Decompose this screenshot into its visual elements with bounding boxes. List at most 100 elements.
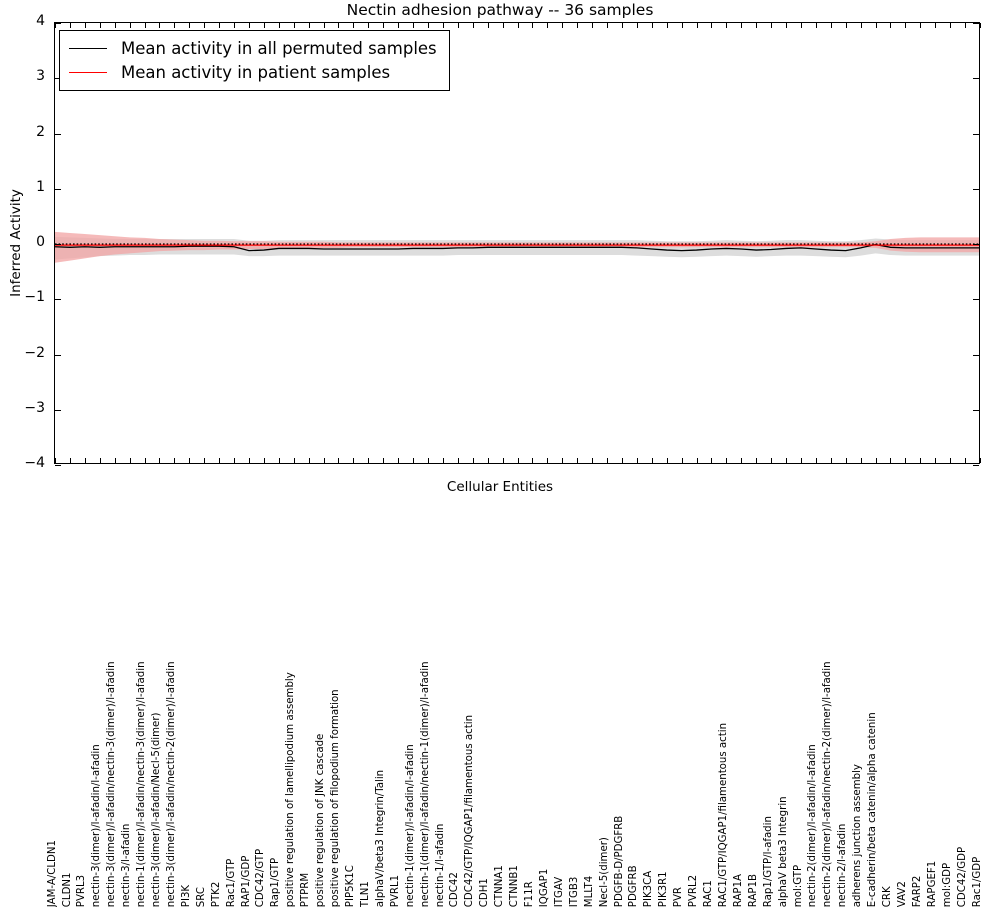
- y-tick-label: 2: [0, 124, 45, 140]
- x-tick-top: [100, 23, 101, 28]
- x-tick-top: [70, 23, 71, 28]
- legend-swatch-permuted: [69, 48, 107, 49]
- x-tick-label: PI3K: [182, 885, 192, 907]
- x-tick-label: PDGFB-D/PDGFRB: [614, 816, 624, 907]
- x-tick: [697, 458, 698, 463]
- y-tick-right: [973, 23, 979, 24]
- x-tick: [518, 458, 519, 463]
- x-tick: [905, 458, 906, 463]
- x-tick-label: alphaV beta3 Integrin: [778, 796, 788, 907]
- y-tick: [55, 355, 61, 356]
- x-tick-label: E-cadherin/beta catenin/alpha catenin: [868, 712, 878, 907]
- x-axis-title: Cellular Entities: [0, 479, 1000, 495]
- x-tick: [682, 458, 683, 463]
- x-tick: [189, 458, 190, 463]
- x-tick: [443, 458, 444, 463]
- y-tick: [55, 134, 61, 135]
- x-tick-top: [338, 23, 339, 28]
- x-tick-top: [682, 23, 683, 28]
- x-tick: [70, 458, 71, 463]
- x-tick-label: Rac1/GDP: [972, 857, 982, 907]
- y-tick-label: 3: [0, 68, 45, 84]
- x-tick-label: RAPGEF1: [928, 861, 938, 907]
- x-tick-top: [189, 23, 190, 28]
- x-tick-label: nectin-3(dimer)/l-afadin/nectin-2(dimer)…: [167, 661, 177, 907]
- x-tick: [413, 458, 414, 463]
- x-tick: [637, 458, 638, 463]
- x-tick-label: PVRL2: [689, 875, 699, 907]
- x-tick-top: [159, 23, 160, 28]
- x-tick-label: Rap1/GTP: [271, 858, 281, 907]
- x-tick-top: [726, 23, 727, 28]
- x-tick-label: nectin-1/l-afadin: [435, 823, 445, 907]
- x-tick-top: [413, 23, 414, 28]
- x-tick-label: positive regulation of JNK cascade: [316, 733, 326, 907]
- x-tick: [756, 458, 757, 463]
- y-tick-right: [973, 78, 979, 79]
- x-tick: [249, 458, 250, 463]
- x-tick-top: [309, 23, 310, 28]
- x-tick: [920, 458, 921, 463]
- legend-swatch-patient: [69, 72, 107, 73]
- x-tick: [741, 458, 742, 463]
- y-tick-label: −2: [0, 345, 45, 361]
- x-tick-top: [204, 23, 205, 28]
- legend: Mean activity in all permuted samples Me…: [59, 30, 450, 91]
- x-tick-top: [622, 23, 623, 28]
- x-tick-top: [174, 23, 175, 28]
- x-tick-label: CDC42/GDP: [957, 847, 967, 907]
- x-tick-top: [711, 23, 712, 28]
- x-tick: [428, 458, 429, 463]
- x-tick-top: [697, 23, 698, 28]
- x-tick-label: RAC1: [704, 880, 714, 907]
- x-tick-label: positive regulation of lamellipodium ass…: [286, 672, 296, 907]
- x-tick-label: PVRL1: [391, 875, 401, 907]
- x-tick-label: TLN1: [361, 881, 371, 907]
- x-tick: [130, 458, 131, 463]
- x-tick-label: RAP1A: [734, 874, 744, 907]
- x-tick: [398, 458, 399, 463]
- legend-item-patient: Mean activity in patient samples: [69, 60, 437, 84]
- x-tick: [592, 458, 593, 463]
- x-tick-label: FARP2: [913, 875, 923, 907]
- x-tick-top: [786, 23, 787, 28]
- x-tick-top: [577, 23, 578, 28]
- x-tick-top: [398, 23, 399, 28]
- y-tick-right: [973, 244, 979, 245]
- x-tick-label: nectin-2(dimer)/l-afadin/nectin-2(dimer)…: [823, 661, 833, 907]
- x-tick-label: Necl-5(dimer): [599, 837, 609, 907]
- x-tick-top: [846, 23, 847, 28]
- x-tick-top: [130, 23, 131, 28]
- x-tick-top: [905, 23, 906, 28]
- x-tick-label: RAP1B: [749, 874, 759, 907]
- x-tick-top: [353, 23, 354, 28]
- x-tick-top: [85, 23, 86, 28]
- x-tick-top: [518, 23, 519, 28]
- x-tick-top: [950, 23, 951, 28]
- y-tick-label: −4: [0, 455, 45, 471]
- x-tick-top: [920, 23, 921, 28]
- x-tick-top: [532, 23, 533, 28]
- x-tick-label: nectin-3/l-afadin: [122, 823, 132, 907]
- x-tick: [771, 458, 772, 463]
- x-tick-label: positive regulation of filopodium format…: [331, 689, 341, 907]
- x-tick: [473, 458, 474, 463]
- x-tick-label: RAP1/GDP: [241, 855, 251, 907]
- legend-label-patient: Mean activity in patient samples: [121, 63, 390, 82]
- x-tick: [145, 458, 146, 463]
- legend-item-permuted: Mean activity in all permuted samples: [69, 36, 437, 60]
- x-tick-label: PVR: [674, 887, 684, 907]
- x-tick: [577, 458, 578, 463]
- x-tick-top: [861, 23, 862, 28]
- x-tick: [338, 458, 339, 463]
- y-axis-title: Inferred Activity: [8, 189, 24, 297]
- y-tick-right: [973, 410, 979, 411]
- x-tick-top: [324, 23, 325, 28]
- x-tick-label: nectin-3(dimer)/l-afadin/Necl-5(dimer): [152, 712, 162, 907]
- x-tick: [279, 458, 280, 463]
- y-tick-right: [973, 299, 979, 300]
- x-tick-top: [279, 23, 280, 28]
- x-tick: [861, 458, 862, 463]
- x-tick-label: nectin-1(dimer)/l-afadin/nectin-1(dimer)…: [420, 661, 430, 907]
- x-tick-label: CDC42: [450, 872, 460, 907]
